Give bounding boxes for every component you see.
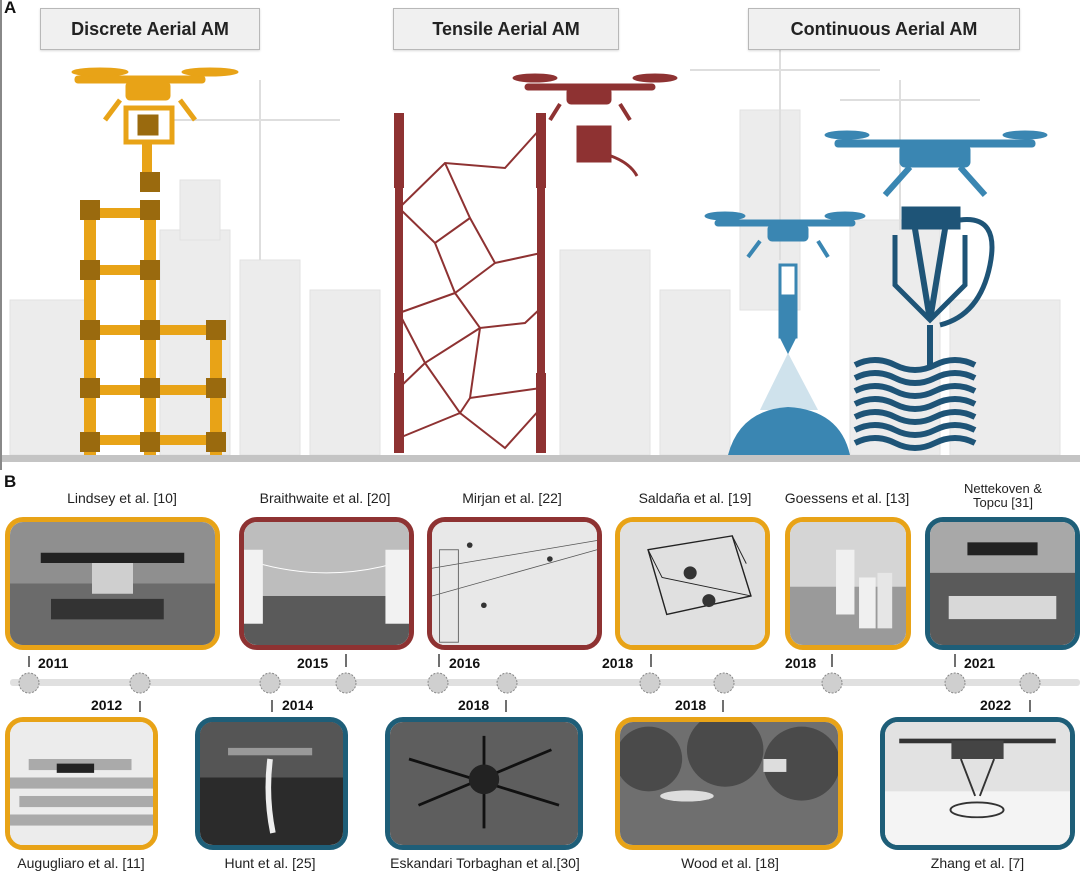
category-discrete-label: Discrete Aerial AM [40, 8, 260, 50]
caption-wood: Wood et al. [18] [681, 855, 779, 871]
panel-letter-b: B [4, 472, 17, 491]
photo-nettekoven [925, 517, 1080, 650]
year-2021: 2021 [964, 655, 996, 671]
caption-braithwaite: Braithwaite et al. [20] [259, 490, 391, 506]
caption-nettekoven: Nettekoven & Topcu [31] [963, 481, 1043, 510]
tensile-drone-icon [512, 73, 678, 177]
caption-zhang: Zhang et al. [7] [930, 855, 1025, 871]
city-background [0, 0, 1080, 470]
caption-lindsey: Lindsey et al. [10] [67, 490, 177, 506]
photo-hunt [195, 717, 348, 850]
photo-saldana [615, 517, 770, 650]
spray-drone-icon [704, 211, 866, 355]
timeline-track [10, 654, 1080, 712]
panel-letter-a: A [4, 0, 17, 17]
caption-goessens: Goessens et al. [13] [784, 490, 910, 506]
year-2014: 2014 [282, 697, 314, 713]
photo-braithwaite [239, 517, 414, 650]
caption-mirjan: Mirjan et al. [22] [462, 490, 562, 506]
caption-saldana: Saldaña et al. [19] [638, 490, 752, 506]
photo-mirjan [427, 517, 602, 650]
category-continuous-label: Continuous Aerial AM [748, 8, 1020, 50]
photo-wood [615, 717, 843, 850]
discrete-am-illustration [71, 67, 239, 455]
photo-eskandari [385, 717, 583, 850]
photo-zhang [880, 717, 1075, 850]
caption-eskandari: Eskandari Torbaghan et al.[30] [390, 855, 580, 871]
caption-augugliaro: Augugliaro et al. [11] [17, 855, 145, 871]
year-2012: 2012 [91, 697, 123, 713]
year-2018-wood: 2018 [675, 697, 707, 713]
year-2015: 2015 [297, 655, 329, 671]
category-tensile-label: Tensile Aerial AM [393, 8, 619, 50]
year-2022: 2022 [980, 697, 1012, 713]
year-2018-eskandari: 2018 [458, 697, 490, 713]
continuous-am-illustration [704, 130, 1048, 455]
caption-hunt: Hunt et al. [25] [224, 855, 316, 871]
year-2011: 2011 [38, 655, 69, 671]
year-2016: 2016 [449, 655, 481, 671]
discrete-drone-icon [71, 67, 239, 145]
photo-augugliaro [5, 717, 158, 850]
photo-goessens [785, 517, 911, 650]
timeline-dots [18, 672, 1041, 694]
tensile-am-illustration [394, 73, 678, 453]
extrusion-drone-icon [824, 130, 1048, 328]
photo-lindsey [5, 517, 220, 650]
year-2018-saldana: 2018 [602, 655, 634, 671]
year-2018-goessens: 2018 [785, 655, 817, 671]
